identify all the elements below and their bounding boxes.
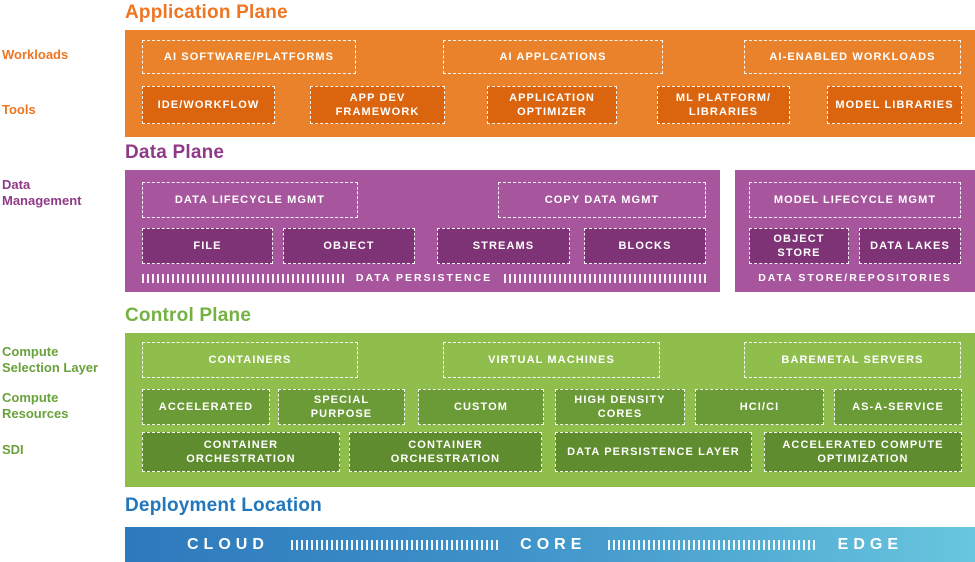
box-data-lifecycle-mgmt: DATA LIFECYCLE MGMT — [142, 182, 358, 218]
box-ml-platform-libraries: ML PLATFORM/ LIBRARIES — [657, 86, 790, 124]
deployment-cloud-label: CLOUD — [187, 535, 269, 553]
data-store-repositories-strip: DATA STORE/REPOSITORIES — [741, 270, 969, 286]
box-data-persistence-layer: DATA PERSISTENCE LAYER — [555, 432, 752, 472]
rail-label-tools: Tools — [2, 102, 36, 117]
rail-label-data-management: Data Management — [2, 177, 82, 209]
box-custom: CUSTOM — [418, 389, 544, 425]
box-container-orchestration-1: CONTAINER ORCHESTRATION — [142, 432, 340, 472]
box-high-density-cores: HIGH DENSITY CORES — [555, 389, 685, 425]
control-plane-title: Control Plane — [125, 305, 252, 326]
rail-label-sdi: SDI — [2, 442, 24, 457]
rail-label-compute-selection: Compute Selection Layer — [2, 344, 99, 376]
box-ai-enabled-workloads: AI-ENABLED WORKLOADS — [744, 40, 961, 74]
box-copy-data-mgmt: COPY DATA MGMT — [498, 182, 706, 218]
hatch-pattern — [608, 539, 816, 550]
deployment-location-title: Deployment Location — [125, 495, 322, 516]
box-app-dev-framework: APP DEV FRAMEWORK — [310, 86, 445, 124]
box-as-a-service: AS-A-SERVICE — [834, 389, 962, 425]
box-accelerated-compute-optimization: ACCELERATED COMPUTE OPTIMIZATION — [764, 432, 962, 472]
box-file: FILE — [142, 228, 273, 264]
box-streams: STREAMS — [437, 228, 570, 264]
data-plane-band-persistence: DATA LIFECYCLE MGMT COPY DATA MGMT FILE … — [125, 170, 720, 292]
data-persistence-label: DATA PERSISTENCE — [355, 272, 493, 284]
deployment-core-label: CORE — [520, 535, 587, 553]
box-accelerated: ACCELERATED — [142, 389, 270, 425]
data-plane-title: Data Plane — [125, 142, 225, 163]
box-ai-applications: AI APPLCATIONS — [443, 40, 663, 74]
box-object-store: OBJECT STORE — [749, 228, 849, 264]
box-ide-workflow: IDE/WORKFLOW — [142, 86, 275, 124]
box-special-purpose: SPECIAL PURPOSE — [278, 389, 405, 425]
hatch-pattern — [142, 273, 344, 283]
deployment-location-bar: CLOUD CORE EDGE — [125, 527, 975, 562]
box-model-libraries: MODEL LIBRARIES — [827, 86, 962, 124]
box-hci-ci: HCI/CI — [695, 389, 824, 425]
data-persistence-strip: DATA PERSISTENCE — [142, 270, 707, 286]
application-plane-band: AI SOFTWARE/PLATFORMS AI APPLCATIONS AI-… — [125, 30, 975, 137]
hatch-pattern — [290, 539, 499, 550]
box-baremetal-servers: BAREMETAL SERVERS — [744, 342, 961, 378]
rail-label-compute-resources: Compute Resources — [2, 390, 69, 422]
data-plane-band-repositories: MODEL LIFECYCLE MGMT OBJECT STORE DATA L… — [735, 170, 975, 292]
data-store-repositories-label: DATA STORE/REPOSITORIES — [758, 272, 952, 284]
box-object: OBJECT — [283, 228, 415, 264]
box-ai-software-platforms: AI SOFTWARE/PLATFORMS — [142, 40, 356, 74]
control-plane-band: CONTAINERS VIRTUAL MACHINES BAREMETAL SE… — [125, 333, 975, 487]
box-application-optimizer: APPLICATION OPTIMIZER — [487, 86, 617, 124]
application-plane-title: Application Plane — [125, 2, 288, 23]
box-container-orchestration-2: CONTAINER ORCHESTRATION — [349, 432, 542, 472]
box-virtual-machines: VIRTUAL MACHINES — [443, 342, 660, 378]
rail-label-workloads: Workloads — [2, 47, 69, 62]
box-model-lifecycle-mgmt: MODEL LIFECYCLE MGMT — [749, 182, 961, 218]
box-data-lakes: DATA LAKES — [859, 228, 961, 264]
hatch-pattern — [504, 273, 707, 283]
box-containers: CONTAINERS — [142, 342, 358, 378]
deployment-edge-label: EDGE — [837, 535, 903, 553]
box-blocks: BLOCKS — [584, 228, 706, 264]
